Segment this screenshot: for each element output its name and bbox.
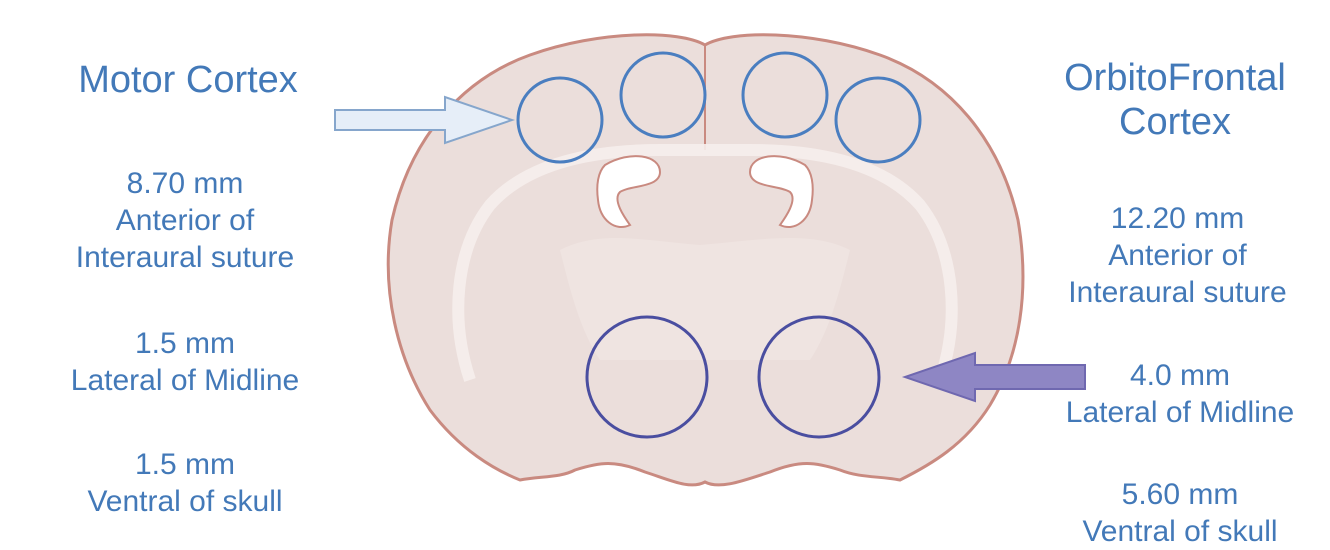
brain-coronal-section-diagram [0, 0, 1330, 527]
white-matter-highlight [560, 238, 850, 360]
